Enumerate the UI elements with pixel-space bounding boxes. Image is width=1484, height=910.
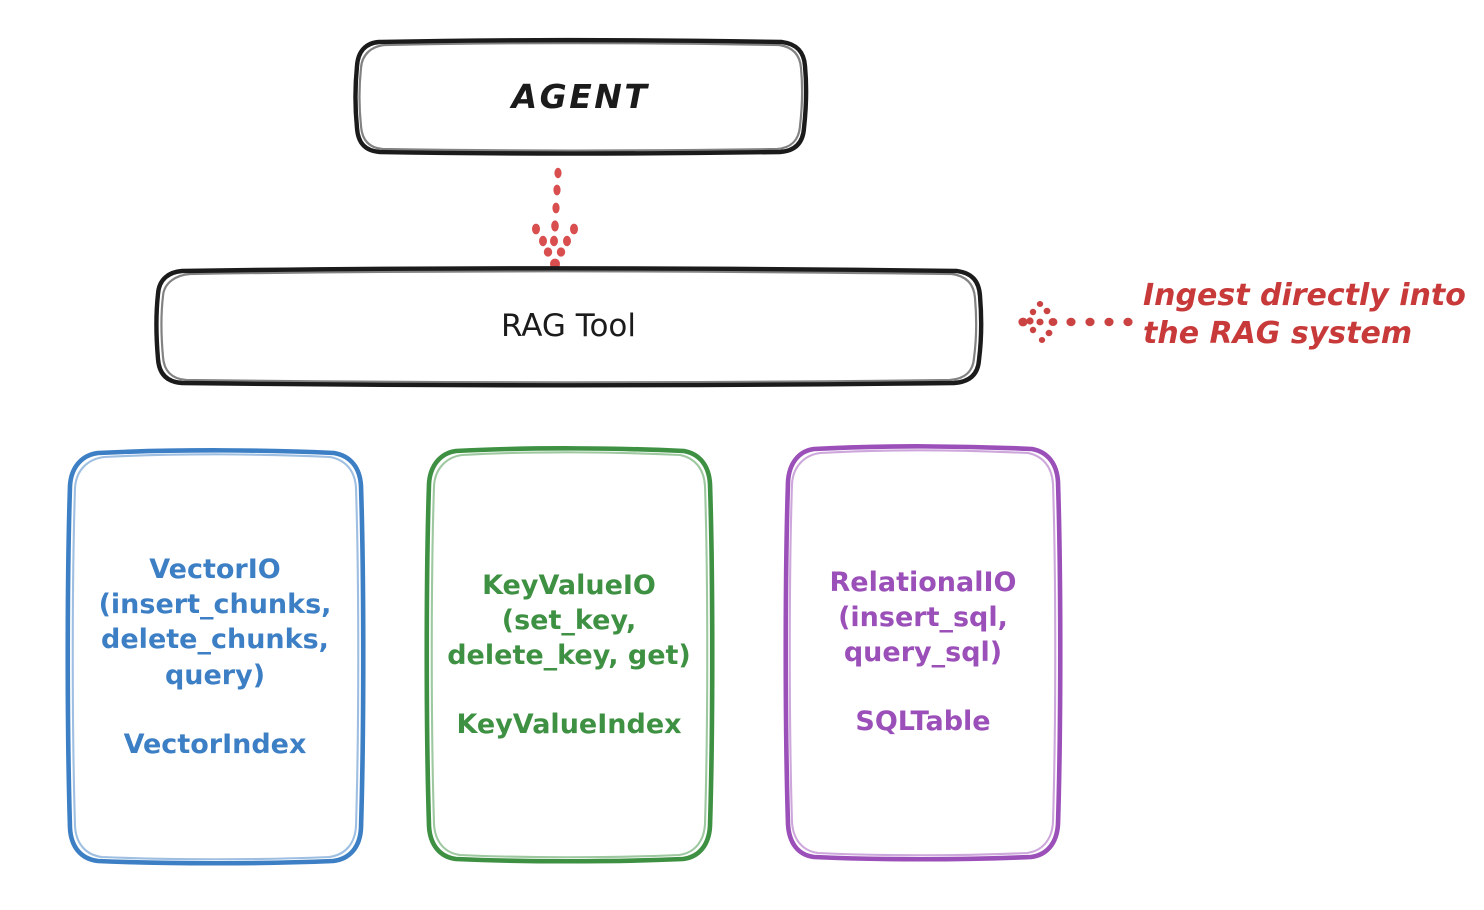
vectorio-card[interactable]: [65, 448, 366, 866]
rag-tool-box[interactable]: [154, 266, 984, 388]
ingest-dotted-arrow: [1018, 301, 1133, 343]
agent-box[interactable]: [353, 37, 809, 156]
agent-to-rag-dotted-arrow: [532, 167, 578, 270]
keyvalueio-card[interactable]: [424, 446, 715, 864]
relationalio-card[interactable]: [783, 444, 1063, 862]
